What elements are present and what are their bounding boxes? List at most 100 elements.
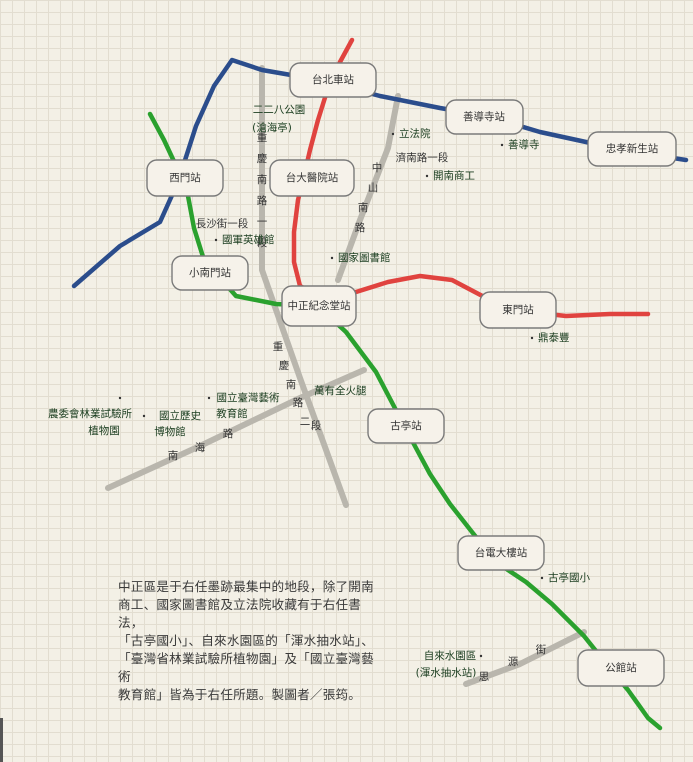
street-chongqing-s-2: 重慶南路二段: [273, 340, 322, 432]
station-label: 台電大樓站: [475, 546, 528, 559]
landmark-shandao-temple[interactable]: 善導寺: [508, 138, 540, 151]
station-guting[interactable]: 古亭站: [367, 408, 445, 444]
station-box: [146, 159, 224, 197]
station-label: 台大醫院站: [286, 171, 339, 184]
landmark-legislative-yuan[interactable]: 立法院: [399, 127, 431, 140]
landmark-arts-education[interactable]: 國立臺灣藝術: [217, 391, 280, 404]
station-label: 中正紀念堂站: [288, 299, 351, 312]
dot: [425, 174, 429, 178]
landmark-dingtaifeng[interactable]: 鼎泰豐: [538, 331, 570, 344]
landmark-228-park-sub: (滄海亭): [252, 121, 292, 134]
street-changsha-1: 長沙街一段: [196, 217, 249, 230]
dot: [207, 396, 211, 400]
street-char: 街: [536, 643, 547, 656]
caption-line: 教育館」皆為于右任所題。製圖者／張筠。: [118, 687, 362, 702]
landmark-kainan[interactable]: 開南商工: [433, 169, 475, 182]
dot: [214, 238, 218, 242]
dot: [391, 132, 395, 136]
landmark-botanical-garden[interactable]: 農委會林業試驗所: [48, 407, 132, 420]
road-zhongshan-s: [335, 93, 401, 283]
landmark-wanyoushuan[interactable]: 萬有全火腿: [314, 384, 367, 397]
station-shandao[interactable]: 善導寺站: [445, 99, 524, 135]
road-nanhai: [105, 367, 367, 491]
station-box: [367, 408, 445, 444]
landmark-national-library[interactable]: 國家圖書館: [338, 251, 391, 264]
street-char: 段: [311, 419, 322, 432]
street-char: 源: [508, 655, 519, 668]
street-jinan-1: 濟南路一段: [396, 151, 449, 164]
edge-mark: [0, 718, 3, 762]
station-label: 善導寺站: [463, 110, 505, 123]
landmark-armed-forces-museum[interactable]: 國軍英雄館: [222, 233, 275, 246]
street-char: 山: [368, 182, 379, 194]
street-char: 南: [257, 173, 268, 186]
street-char: 慶: [257, 152, 268, 165]
station-label: 忠孝新生站: [606, 142, 659, 155]
street-char: 一: [257, 216, 268, 228]
station-label: 西門站: [169, 171, 201, 184]
map-caption: 中正區是于右任墨跡最集中的地段，除了開南 商工、國家圖書館及立法院收藏有于右任書…: [118, 578, 386, 704]
station-ntuh[interactable]: 台大醫院站: [269, 159, 355, 197]
street-char: 南: [286, 378, 297, 391]
landmark-history-museum[interactable]: 國立歷史: [159, 409, 201, 422]
roads: [105, 65, 587, 687]
station-box: [587, 131, 677, 167]
street-char: 重: [257, 131, 268, 144]
station-box: [577, 649, 665, 687]
station-box: [281, 285, 357, 327]
station-box: [289, 62, 377, 98]
station-dongmen[interactable]: 東門站: [479, 291, 557, 329]
dot: [540, 576, 544, 580]
caption-line: 商工、國家圖書館及立法院收藏有于右任書法，: [118, 597, 362, 630]
caption-line: 「臺灣省林業試驗所植物園」及「國立臺灣藝術: [118, 651, 374, 684]
station-box: [445, 99, 524, 135]
station-box: [269, 159, 355, 197]
landmark-228-park[interactable]: 二二八公園: [253, 104, 306, 116]
street-char: 海: [195, 441, 206, 454]
street-char: 南: [358, 201, 369, 214]
caption-line: 中正區是于右任墨跡最集中的地段，除了開南: [118, 579, 374, 594]
dot: [330, 256, 334, 260]
street-char: 路: [355, 221, 366, 234]
landmark-arts-education-sub: 教育館: [216, 407, 248, 420]
dot: [142, 414, 146, 418]
dot: [118, 396, 122, 400]
station-taipower[interactable]: 台電大樓站: [457, 535, 545, 571]
street-nanhai: 南 海 路: [168, 427, 234, 462]
dot: [530, 336, 534, 340]
street-char: 中: [372, 161, 383, 174]
station-zhongxiao-xinsheng[interactable]: 忠孝新生站: [587, 131, 677, 167]
landmark-guting-elementary[interactable]: 古亭國小: [548, 571, 590, 584]
street-char: 路: [257, 194, 268, 207]
station-box: [171, 255, 249, 291]
station-label: 台北車站: [312, 73, 354, 86]
road-siyuan: [463, 629, 587, 687]
station-gongguan[interactable]: 公館站: [577, 649, 665, 687]
station-label: 東門站: [502, 303, 534, 316]
station-ximen[interactable]: 西門站: [146, 159, 224, 197]
street-char: 路: [223, 427, 234, 440]
street-siyuan: 思 源 街: [479, 643, 547, 683]
landmark-dots: [118, 132, 544, 658]
station-label: 古亭站: [390, 419, 422, 432]
street-char: 南: [168, 449, 179, 462]
landmark-water-park[interactable]: 自來水園區: [424, 649, 477, 662]
station-label: 小南門站: [189, 266, 231, 279]
road-chongqing-s: [259, 65, 349, 508]
station-taipei-main[interactable]: 台北車站: [289, 62, 377, 98]
street-char: 重: [273, 340, 284, 353]
landmark-history-museum-sub: 博物館: [154, 425, 186, 438]
station-box: [457, 535, 545, 571]
street-char: 思: [479, 671, 490, 683]
street-char: 段: [257, 236, 268, 249]
station-xiaonanmen[interactable]: 小南門站: [171, 255, 249, 291]
landmark-water-park-sub: (渾水抽水站): [416, 666, 477, 679]
street-char: 二: [300, 416, 311, 428]
landmark-botanical-garden-sub: 植物園: [88, 424, 120, 437]
street-char: 路: [293, 396, 304, 409]
street-char: 慶: [279, 359, 290, 372]
station-cks-memorial[interactable]: 中正紀念堂站: [281, 285, 357, 327]
dot: [479, 654, 483, 658]
